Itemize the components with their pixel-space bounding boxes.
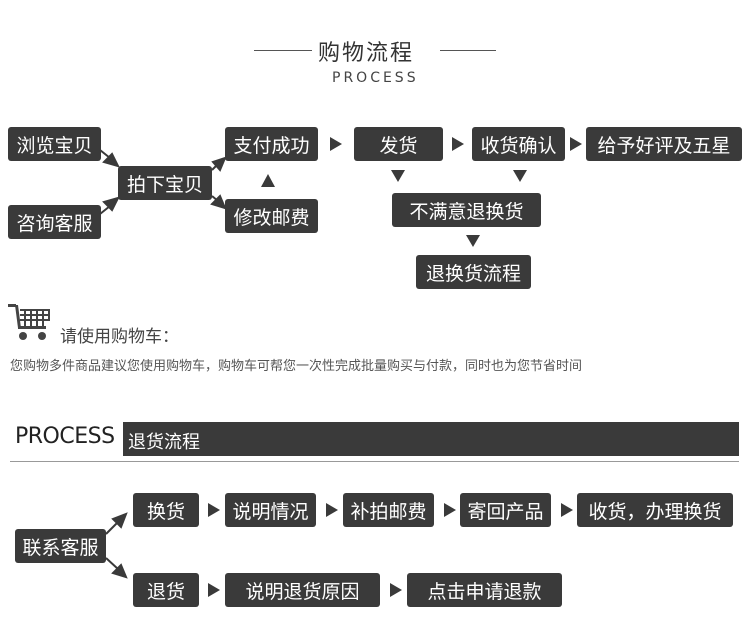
arrow-ship-unsatisfied-head <box>391 170 405 182</box>
page-title: 购物流程 <box>318 41 415 66</box>
step-browse: 浏览宝贝 <box>8 127 101 161</box>
step-return-flow: 退换货流程 <box>416 255 531 289</box>
step-order: 拍下宝贝 <box>118 166 212 200</box>
exchange-step-4: 收货，办理换货 <box>577 493 733 527</box>
arrow-contact-exchange-line <box>105 521 119 535</box>
return-banner-rule <box>10 461 739 462</box>
return-banner-cn: 退货流程 <box>128 432 200 453</box>
return-banner-en: PROCESS <box>15 424 115 449</box>
arrow-exchange-2 <box>326 503 338 517</box>
refund-label: 退货 <box>133 573 199 607</box>
arrow-browse-order-head <box>102 152 120 168</box>
arrow-unsatisfied-return-head <box>466 235 480 247</box>
step-unsatisfied: 不满意退换货 <box>392 193 541 227</box>
cart-description: 您购物多件商品建议您使用购物车，购物车可帮您一次性完成批量购买与付款，同时也为您… <box>10 359 583 374</box>
arrow-exchange-4 <box>561 503 573 517</box>
arrow-ship-receive-head <box>452 137 464 151</box>
step-pay: 支付成功 <box>225 127 318 161</box>
step-review: 给予好评及五星 <box>586 127 742 161</box>
step-receive: 收货确认 <box>472 127 565 161</box>
arrow-pay-ship-head <box>330 137 342 151</box>
arrow-contact-refund-head <box>111 563 128 579</box>
step-consult: 咨询客服 <box>8 205 101 239</box>
arrow-refund-1 <box>208 583 220 597</box>
header-left-rule <box>254 50 312 51</box>
arrow-refund-2 <box>390 583 402 597</box>
return-banner-bar <box>123 422 739 456</box>
refund-step-1: 说明退货原因 <box>225 573 380 607</box>
arrow-order-pay-head <box>211 156 227 172</box>
arrows-purchase-flow <box>99 137 582 247</box>
arrow-order-modify-head <box>210 194 227 210</box>
page-subtitle: PROCESS <box>332 70 419 86</box>
shopping-cart-icon <box>8 304 50 340</box>
exchange-label: 换货 <box>133 493 199 527</box>
arrow-receive-unsatisfied-head <box>513 170 527 182</box>
exchange-step-1: 说明情况 <box>225 493 316 527</box>
arrow-contact-exchange-head <box>111 512 128 529</box>
arrow-contact-refund-line <box>105 557 119 570</box>
arrow-consult-order-head <box>102 196 120 212</box>
step-contact: 联系客服 <box>15 529 106 563</box>
arrow-receive-review-head <box>570 137 582 151</box>
arrow-modify-pay-head <box>261 174 275 187</box>
arrow-exchange-3 <box>444 503 456 517</box>
step-ship: 发货 <box>354 127 443 161</box>
cart-title: 请使用购物车： <box>60 327 179 347</box>
arrow-exchange-1 <box>208 503 220 517</box>
exchange-step-3: 寄回产品 <box>460 493 551 527</box>
refund-step-2: 点击申请退款 <box>407 573 562 607</box>
step-modify-shipping: 修改邮费 <box>225 199 318 233</box>
header-right-rule <box>440 50 496 51</box>
exchange-step-2: 补拍邮费 <box>343 493 434 527</box>
